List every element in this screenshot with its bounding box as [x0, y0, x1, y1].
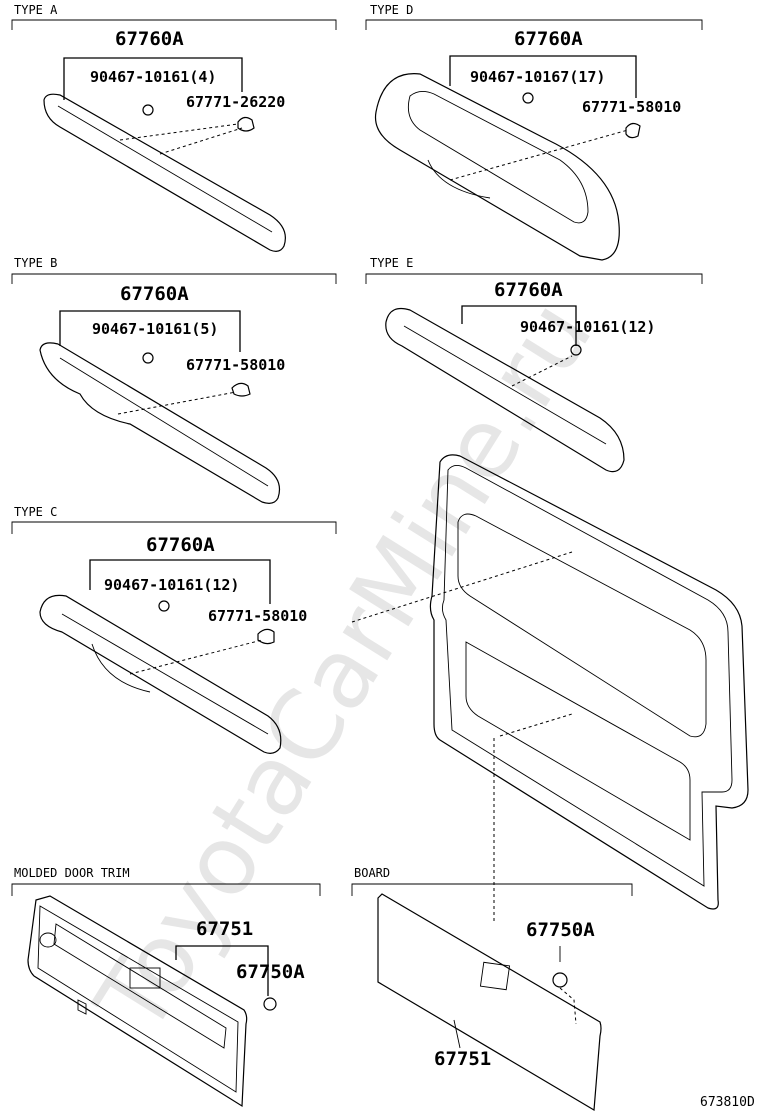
type-d-dash: [449, 129, 629, 181]
board-clip-number: 67750A: [526, 919, 595, 941]
type-a-dash-1: [119, 123, 239, 141]
molded-trim-handle-recess: [129, 967, 161, 989]
molded-title: MOLDED DOOR TRIM: [14, 866, 130, 880]
type-a-section: TYPE A 67760A 90467-10161(4) 67771-26220: [11, 3, 337, 252]
type-c-trim-edge: [61, 613, 269, 735]
molded-panel-number: 67751: [196, 918, 253, 940]
type-a-clip-icon: [237, 116, 255, 132]
back-door-inner: [441, 465, 733, 887]
board-panel-leader: [453, 1019, 461, 1049]
type-a-bracket: [11, 19, 337, 30]
type-d-clip-number: 67771-58010: [582, 98, 681, 116]
type-c-leader: [89, 559, 271, 604]
type-a-screw-number: 90467-10161(4): [90, 68, 216, 86]
type-d-section: TYPE D 67760A 90467-10167(17) 67771-5801…: [365, 3, 703, 261]
molded-trim-panel: [27, 895, 248, 1108]
type-b-clip-number: 67771-58010: [186, 356, 285, 374]
type-d-trim-frame: [374, 73, 620, 261]
type-e-dash: [511, 355, 573, 387]
type-c-trim-molding: [39, 594, 282, 754]
door-dash-lower: [499, 713, 573, 737]
board-panel: [377, 893, 602, 1112]
type-b-section: TYPE B 67760A 90467-10161(5) 67771-58010: [11, 256, 337, 504]
type-c-title: TYPE C: [14, 505, 57, 519]
molded-door-trim-section: MOLDED DOOR TRIM 67751 67750A: [11, 866, 321, 1108]
type-b-dash: [117, 391, 237, 415]
board-section: BOARD 67750A 67751: [351, 866, 633, 1112]
type-d-trim-window: [407, 91, 589, 224]
board-clip-icon: [552, 972, 568, 988]
type-e-leader: [461, 305, 577, 346]
type-e-parent-number: 67760A: [494, 279, 563, 301]
molded-clip-number: 67750A: [236, 961, 305, 983]
type-c-bracket: [11, 521, 337, 534]
type-b-leader: [59, 310, 241, 352]
type-e-bracket: [365, 273, 703, 284]
type-a-title: TYPE A: [14, 3, 58, 17]
type-a-trim-molding: [43, 93, 286, 252]
molded-clip-icon: [263, 997, 277, 1011]
type-b-screw-icon: [142, 352, 154, 364]
type-a-dash-2: [159, 127, 243, 155]
door-dash-upper: [351, 551, 573, 623]
type-a-screw-icon: [142, 104, 154, 116]
type-c-screw-icon: [158, 600, 170, 612]
type-b-screw-number: 90467-10161(5): [92, 320, 218, 338]
type-c-dash: [129, 639, 263, 675]
molded-bracket: [11, 883, 321, 896]
board-cutout: [479, 961, 511, 991]
type-d-screw-number: 90467-10167(17): [470, 68, 605, 86]
type-e-screw-number: 90467-10161(12): [520, 318, 655, 336]
type-d-clip-icon: [625, 122, 641, 139]
type-b-parent-number: 67760A: [120, 283, 189, 305]
type-c-screw-number: 90467-10161(12): [104, 576, 239, 594]
type-a-clip-number: 67771-26220: [186, 93, 285, 111]
type-b-trim-molding: [39, 342, 281, 504]
molded-trim-inner: [37, 905, 239, 1093]
type-d-parent-number: 67760A: [514, 28, 583, 50]
back-door-panel: [429, 454, 749, 910]
type-e-trim-edge: [403, 325, 607, 445]
type-d-trim-curve: [427, 159, 491, 199]
molded-trim-tab: [77, 999, 87, 1015]
type-e-trim-molding: [385, 307, 625, 473]
board-title: BOARD: [354, 866, 390, 880]
type-b-bracket: [11, 273, 337, 284]
type-d-screw-icon: [522, 92, 534, 104]
type-b-trim-edge: [59, 357, 269, 487]
molded-trim-channel: [53, 923, 227, 1049]
type-e-screw-icon: [570, 344, 582, 356]
type-c-clip-icon: [257, 628, 275, 645]
back-door-lower-recess: [465, 641, 691, 841]
type-b-clip-icon: [231, 382, 251, 397]
board-clip-dash: [559, 987, 577, 1025]
type-a-trim-edge: [57, 105, 273, 233]
type-d-leader: [449, 55, 637, 98]
back-door-window: [457, 513, 707, 738]
type-a-parent-number: 67760A: [115, 28, 184, 50]
type-c-parent-number: 67760A: [146, 534, 215, 556]
type-a-leader: [63, 57, 243, 100]
diagram-code: 673810D: [700, 1095, 755, 1110]
type-e-section: TYPE E 67760A 90467-10161(12): [365, 256, 703, 473]
type-c-trim-curve: [91, 643, 151, 693]
molded-leader: [175, 945, 269, 996]
type-e-title: TYPE E: [370, 256, 413, 270]
type-d-bracket: [365, 19, 703, 30]
board-bracket: [351, 883, 633, 896]
board-panel-number: 67751: [434, 1048, 491, 1070]
type-c-clip-number: 67771-58010: [208, 607, 307, 625]
type-b-title: TYPE B: [14, 256, 57, 270]
back-door-outline: [351, 454, 749, 924]
molded-trim-opening: [39, 932, 57, 948]
type-c-section: TYPE C 67760A 90467-10161(12) 67771-5801…: [11, 505, 337, 754]
type-d-title: TYPE D: [370, 3, 413, 17]
